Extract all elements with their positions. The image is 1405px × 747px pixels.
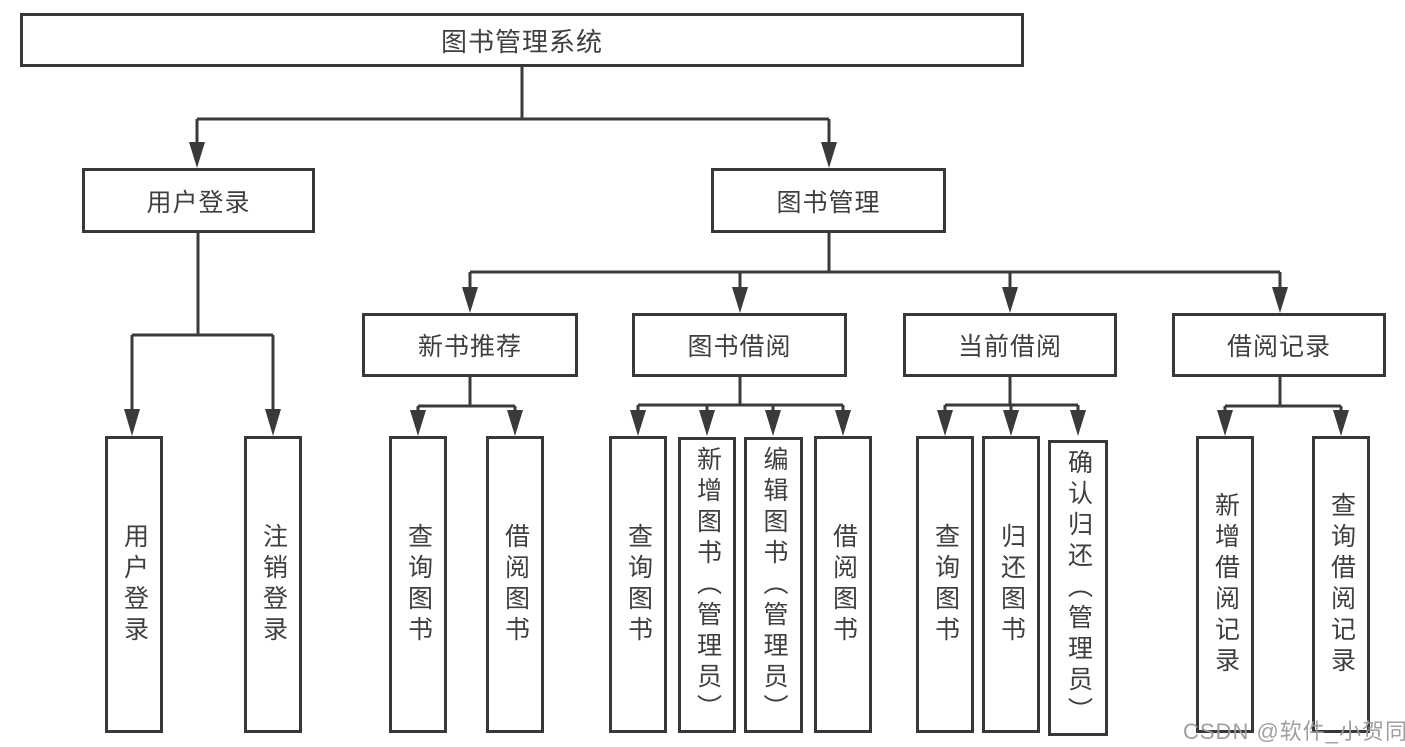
csdn-watermark: CSDN @软件_小贺同学 — [1183, 719, 1405, 744]
leaf-borrow-books: 借阅图书 — [814, 436, 872, 733]
leaf-borrow-books-recommend: 借阅图书 — [486, 436, 544, 733]
edge-new-book-branch — [416, 377, 517, 413]
edge-record-branch — [1223, 377, 1343, 413]
leaf-confirm-return-admin: 确认归还（管理员） — [1048, 440, 1108, 736]
leaf-query-borrow-record: 查询借阅记录 — [1312, 436, 1370, 733]
node-borrow-records: 借阅记录 — [1172, 313, 1386, 377]
leaf-user-login: 用户登录 — [105, 436, 163, 733]
node-book-management: 图书管理 — [711, 168, 946, 233]
leaf-query-books-borrow: 查询图书 — [609, 436, 667, 733]
node-user-login: 用户登录 — [82, 168, 315, 233]
arrowheads — [124, 142, 1349, 436]
edge-user-login-branch — [130, 233, 275, 412]
leaf-add-borrow-record: 新增借阅记录 — [1196, 436, 1254, 733]
leaf-edit-book-admin: 编辑图书（管理员） — [744, 437, 803, 733]
edge-book-mgmt-branch — [468, 233, 1282, 290]
leaf-query-books-recommend: 查询图书 — [389, 436, 447, 733]
leaf-add-book-admin: 新增图书（管理员） — [678, 437, 736, 733]
node-current-borrow: 当前借阅 — [903, 313, 1117, 377]
leaf-return-book: 归还图书 — [982, 436, 1040, 733]
node-new-book-recommend: 新书推荐 — [362, 313, 578, 377]
node-book-borrow: 图书借阅 — [632, 313, 847, 377]
leaf-query-books-current: 查询图书 — [916, 436, 974, 733]
edge-current-branch — [943, 377, 1080, 413]
leaf-logout: 注销登录 — [244, 436, 302, 733]
node-root-system: 图书管理系统 — [20, 13, 1024, 67]
edge-root-to-level2 — [195, 67, 831, 146]
edge-borrow-branch — [636, 377, 845, 413]
